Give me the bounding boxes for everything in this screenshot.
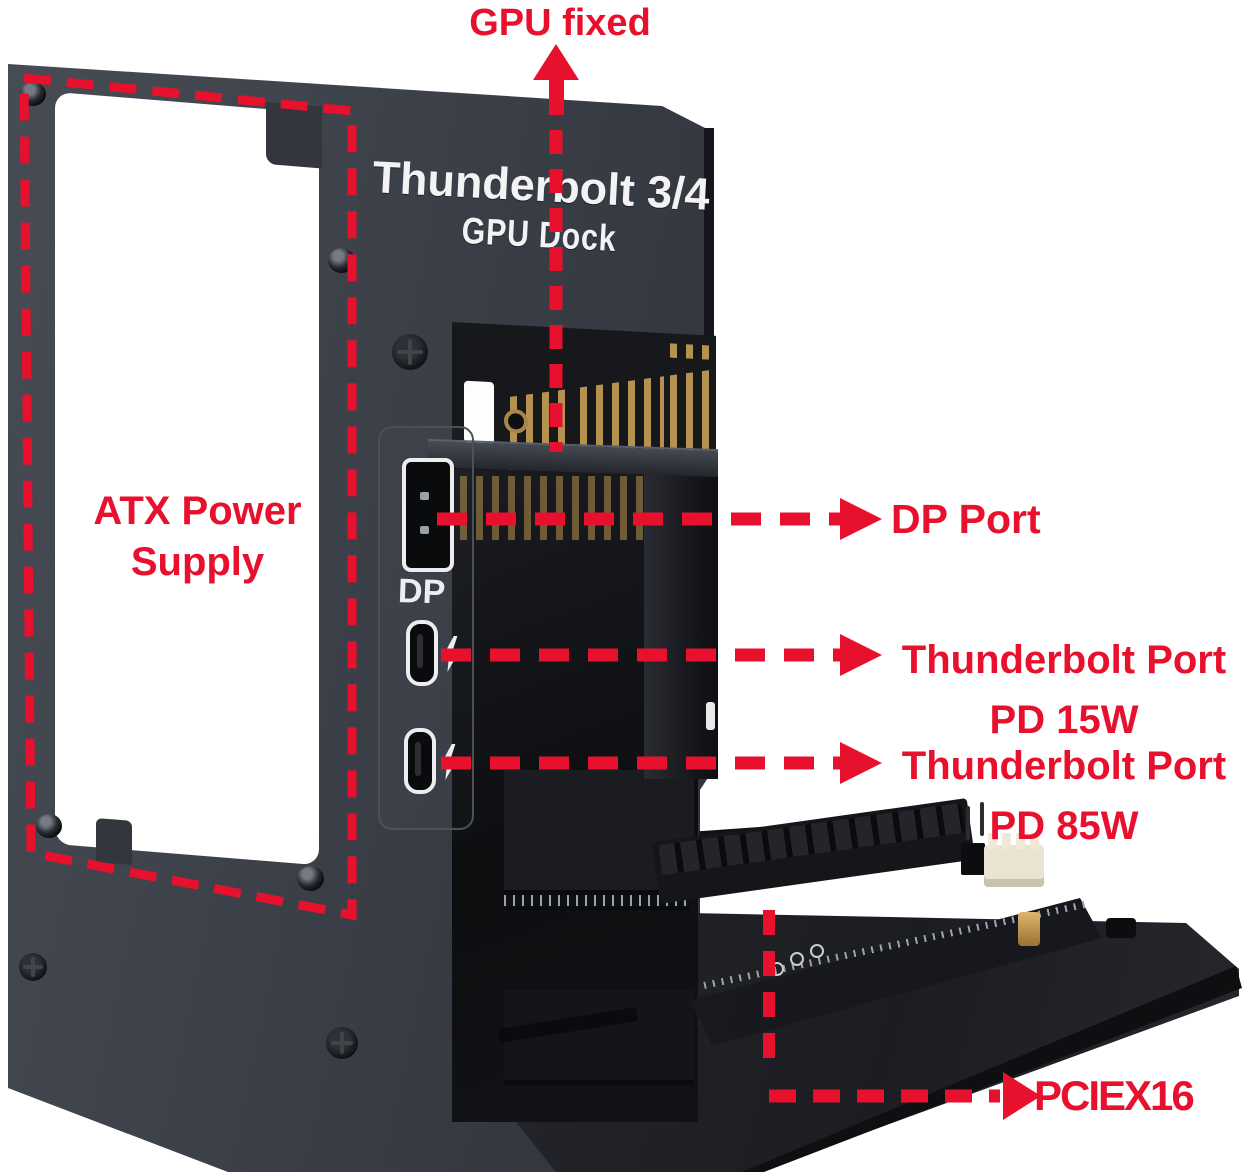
atx-label-line1: ATX Power: [93, 489, 302, 533]
tb85-label: Thunderbolt Port PD 85W: [885, 736, 1243, 856]
header-pin: [966, 806, 970, 840]
usb-c-port-2: [404, 728, 436, 794]
silkscreen-mark: [810, 944, 824, 958]
dp-port-contact: [420, 492, 429, 500]
tb85-line: [441, 742, 882, 784]
atx-label-line2: Supply: [130, 540, 265, 585]
pcie-label: PCIEX16: [1034, 1072, 1195, 1119]
riser-pins-upper: [504, 890, 690, 911]
tb15-line: [441, 634, 882, 676]
dp-port-contact: [420, 526, 429, 534]
atx-label: ATX Power Supply: [60, 486, 335, 588]
micro-port: [706, 702, 715, 730]
phillips-screw: [326, 1027, 358, 1059]
atx-dashed-box: [19, 73, 357, 921]
tb15-label-line2: PD 15W: [989, 698, 1139, 742]
tb85-label-line1: Thunderbolt Port: [901, 744, 1227, 788]
usb-c-port-1: [406, 620, 438, 686]
screw-hole: [36, 814, 62, 838]
tb15-label-line1: Thunderbolt Port: [901, 638, 1227, 682]
screw-hole: [297, 866, 324, 891]
gold-standoff: [1018, 912, 1040, 946]
power-connector-4pin: [984, 833, 1044, 887]
port-recess: [378, 426, 474, 830]
dp-port-label: DP Port: [891, 496, 1041, 542]
phillips-screw: [19, 953, 47, 981]
tb15-label: Thunderbolt Port PD 15W: [885, 630, 1243, 750]
gpu-fixed-arrow: [533, 44, 579, 452]
dp-port-line: [437, 498, 882, 540]
header-pin: [980, 802, 984, 836]
pin-header: [961, 843, 985, 875]
gpu-fixed-label: GPU fixed: [469, 2, 651, 44]
tb85-label-line2: PD 85W: [989, 804, 1139, 848]
jumper-block: [1106, 918, 1136, 938]
panel-side-edge: [704, 128, 714, 336]
silkscreen-mark: [790, 952, 804, 966]
phillips-screw: [392, 334, 428, 370]
inner-slot-connector-2: [504, 990, 694, 1085]
pcie-dashed-line: [763, 910, 1041, 1120]
